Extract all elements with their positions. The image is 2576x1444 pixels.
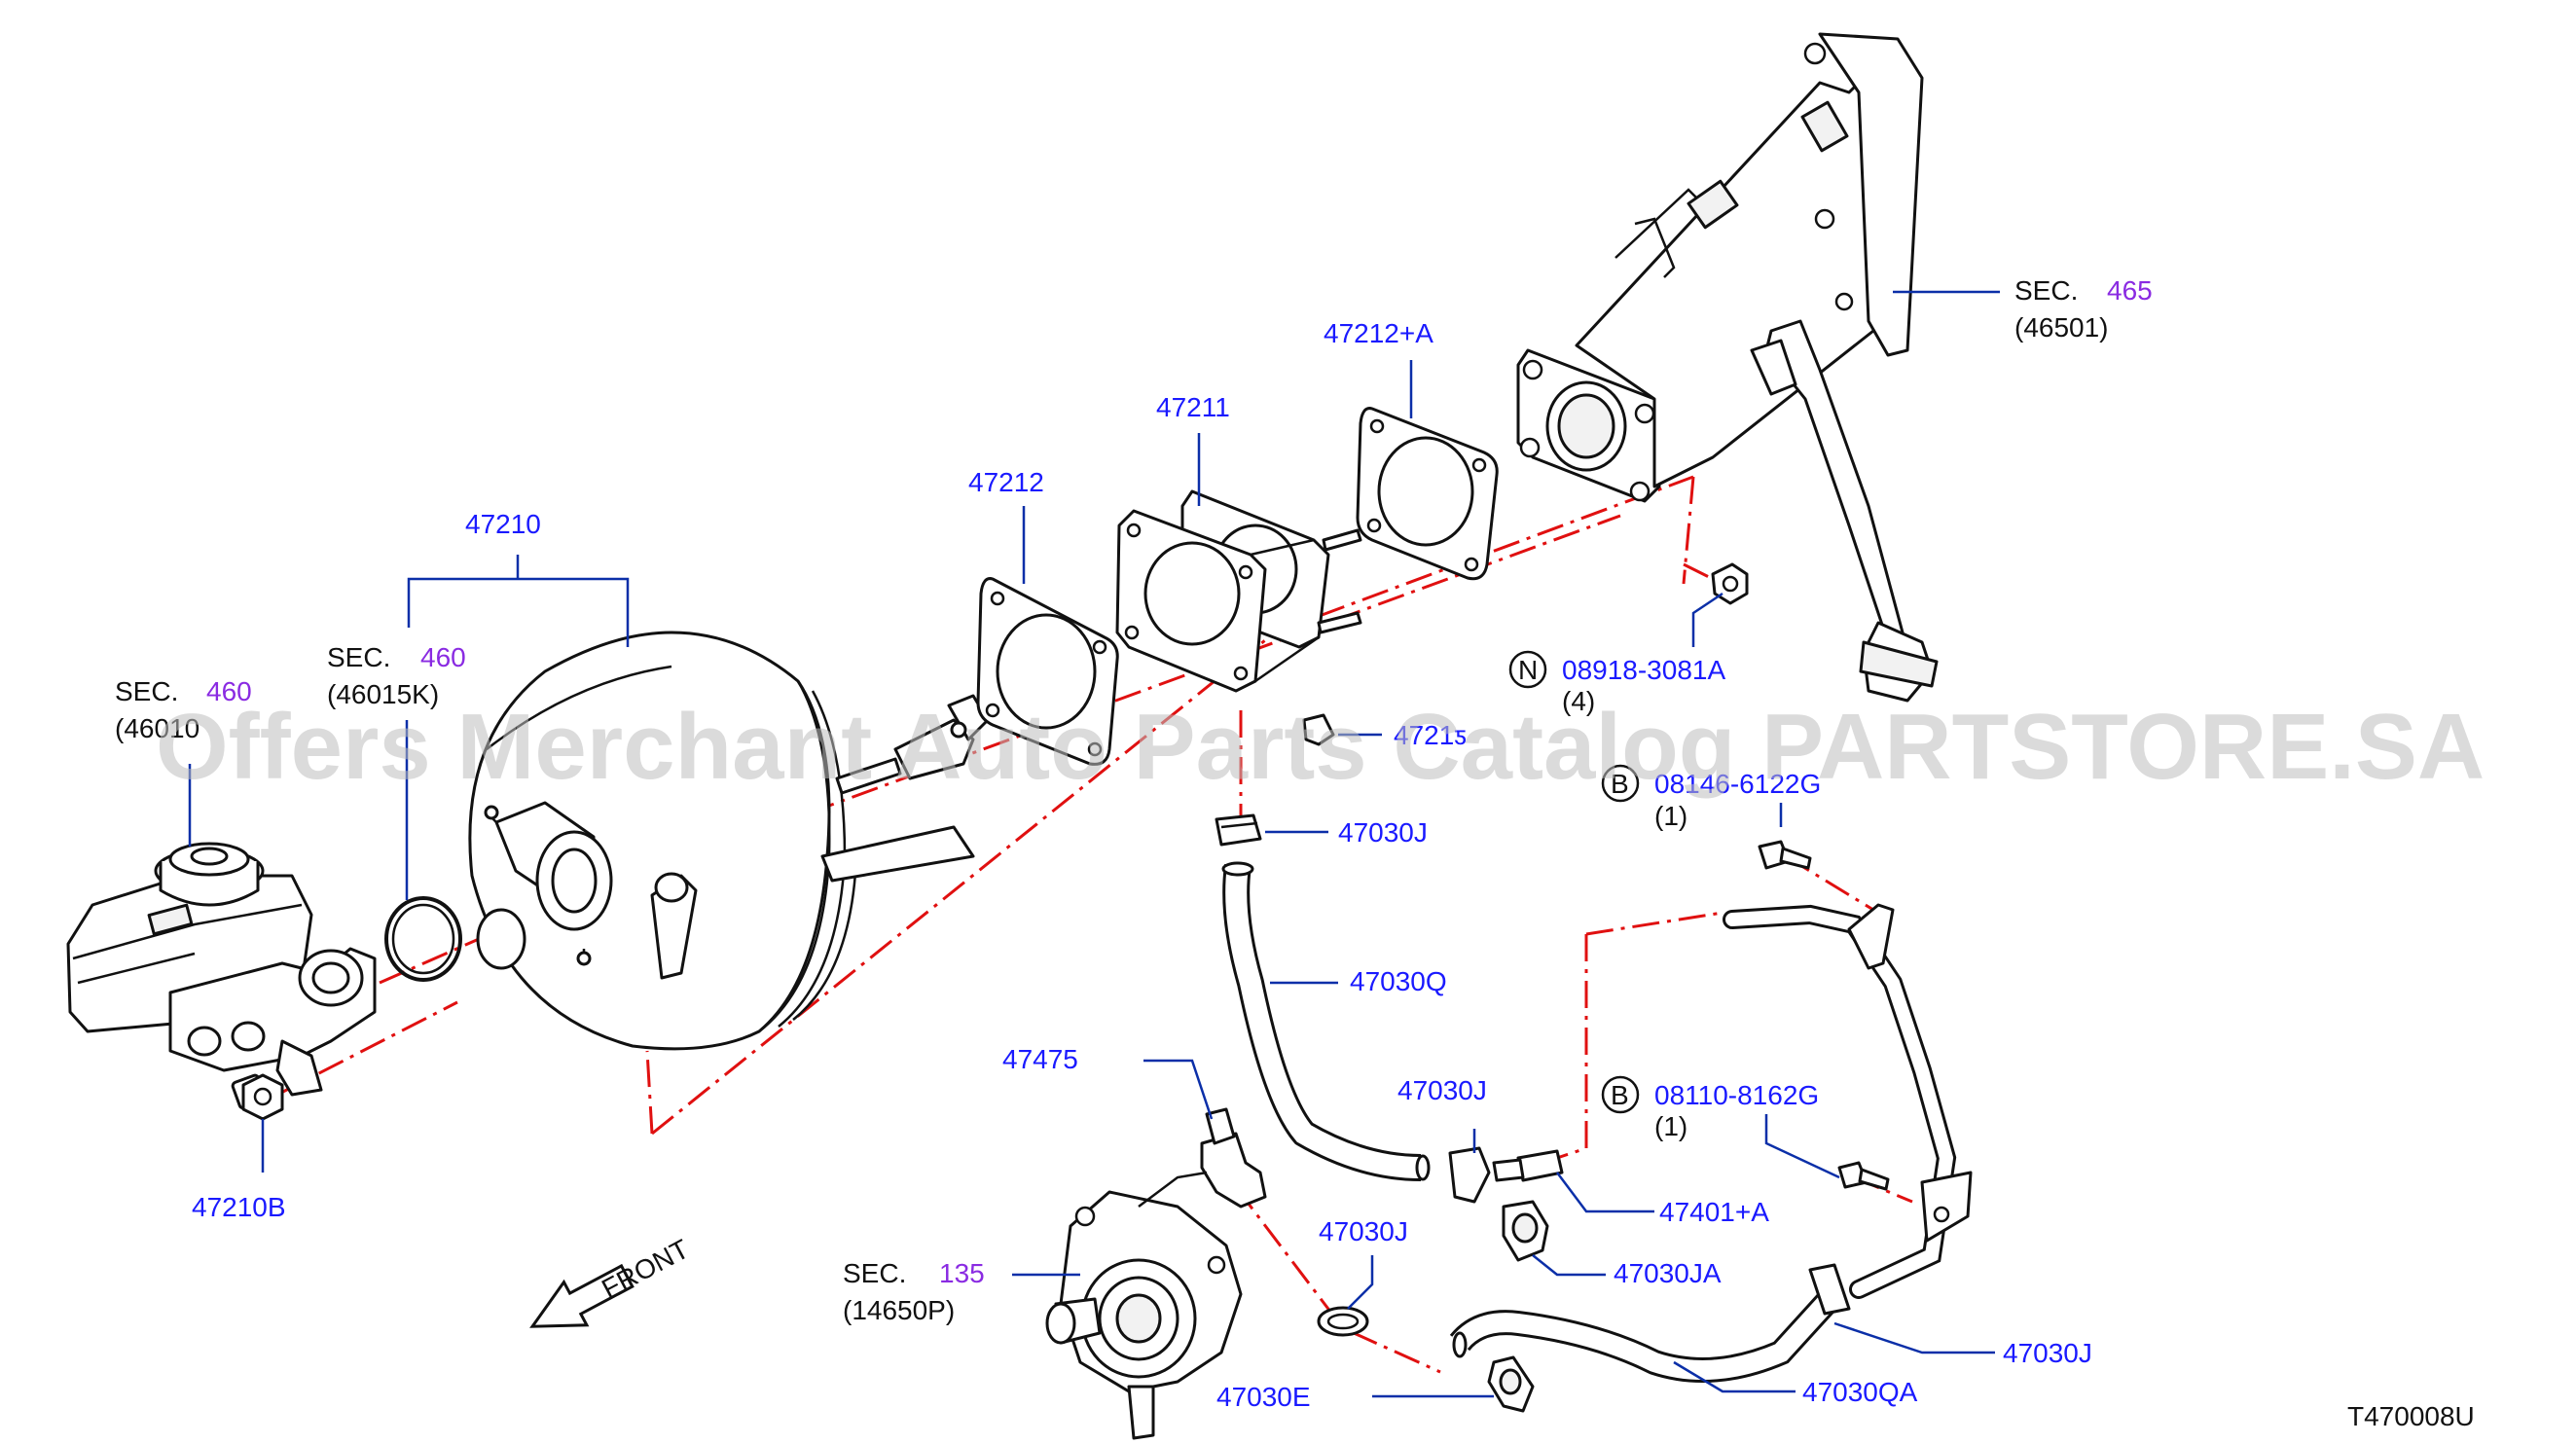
sec-prefix: SEC. — [327, 642, 390, 672]
part-label-47211: 47211 — [1156, 392, 1230, 422]
hose-47030qa — [1449, 1263, 1851, 1383]
sec-prefix: SEC. — [843, 1258, 906, 1288]
hard-tube — [1723, 903, 1973, 1299]
part-label-4721x: 4721ƽ — [1394, 720, 1467, 750]
part-label-08146: 08146-6122G — [1654, 769, 1821, 799]
sec-number: 465 — [2107, 275, 2153, 306]
brake-booster — [468, 631, 975, 1051]
sec-number: 135 — [939, 1258, 985, 1288]
fastener-letter: B — [1611, 769, 1629, 799]
sec-number: 460 — [420, 642, 466, 672]
fastener-letter: N — [1518, 655, 1538, 685]
o-ring — [384, 896, 462, 982]
part-label-47030j-top: 47030J — [1338, 817, 1428, 848]
check-fitting — [1302, 713, 1335, 746]
hose-47030q — [1221, 861, 1431, 1181]
fastener-qty: (1) — [1654, 801, 1687, 831]
part-label-47212: 47212 — [968, 467, 1044, 497]
clamp-top — [1215, 813, 1262, 847]
part-label-47030j-low: 47030J — [1319, 1216, 1408, 1246]
nut-47210b — [241, 1073, 284, 1121]
part-label-47030qa: 47030QA — [1802, 1377, 1918, 1407]
gasket-47212 — [976, 577, 1119, 766]
circle-b — [1601, 764, 1640, 803]
watermark: Offers Merchant Auto Parts Catalog PARTS… — [156, 695, 2485, 799]
diagram-id: T470008U — [2347, 1401, 2475, 1431]
vacuum-pump — [1045, 1107, 1267, 1440]
clamp-low — [1317, 1306, 1369, 1337]
master-cylinder-reservoir — [66, 842, 377, 1110]
part-label-47030ja: 47030JA — [1614, 1258, 1722, 1288]
leader-lines — [188, 290, 2000, 1398]
push-rod — [835, 694, 990, 795]
part-label-47030e: 47030E — [1216, 1382, 1311, 1412]
labels: SEC. 460 (46010 SEC. 460 (46015K) SEC. 4… — [115, 275, 2475, 1431]
sec-code: (46010 — [115, 713, 200, 743]
check-valve — [1448, 1146, 1564, 1262]
part-label-08110: 08110-8162G — [1654, 1080, 1819, 1110]
fastener-letter: B — [1611, 1080, 1629, 1110]
part-label-47475: 47475 — [1002, 1044, 1078, 1074]
clip-47030e — [1487, 1355, 1535, 1413]
part-label-47030j-mid: 47030J — [1397, 1075, 1487, 1105]
spacer-47211 — [1115, 489, 1362, 693]
part-label-47401a: 47401+A — [1659, 1197, 1769, 1227]
sec-code: (46015K) — [327, 679, 439, 709]
front-arrow-icon — [529, 1263, 635, 1328]
part-label-47030q: 47030Q — [1350, 966, 1447, 996]
part-label-47210b: 47210B — [192, 1192, 286, 1222]
front-label: FRONT — [597, 1234, 694, 1305]
pedal-bracket — [1516, 32, 1939, 703]
bolt-08146 — [1758, 840, 1812, 870]
sec-number: 460 — [206, 676, 252, 706]
circle-b — [1601, 1075, 1640, 1114]
part-label-08918: 08918-3081A — [1562, 655, 1725, 685]
bolt-08110 — [1837, 1161, 1890, 1191]
fastener-qty: (4) — [1562, 686, 1595, 716]
sec-code: (46501) — [2014, 312, 2109, 343]
sec-prefix: SEC. — [115, 676, 178, 706]
part-label-47210: 47210 — [465, 509, 541, 539]
sec-prefix: SEC. — [2014, 275, 2078, 306]
fastener-qty: (1) — [1654, 1111, 1687, 1141]
part-label-47212a: 47212+A — [1324, 318, 1433, 348]
sec-code: (14650P) — [843, 1295, 955, 1325]
part-label-47030j-right: 47030J — [2003, 1338, 2092, 1368]
circle-n — [1508, 650, 1547, 689]
gasket-47212a — [1356, 407, 1499, 581]
